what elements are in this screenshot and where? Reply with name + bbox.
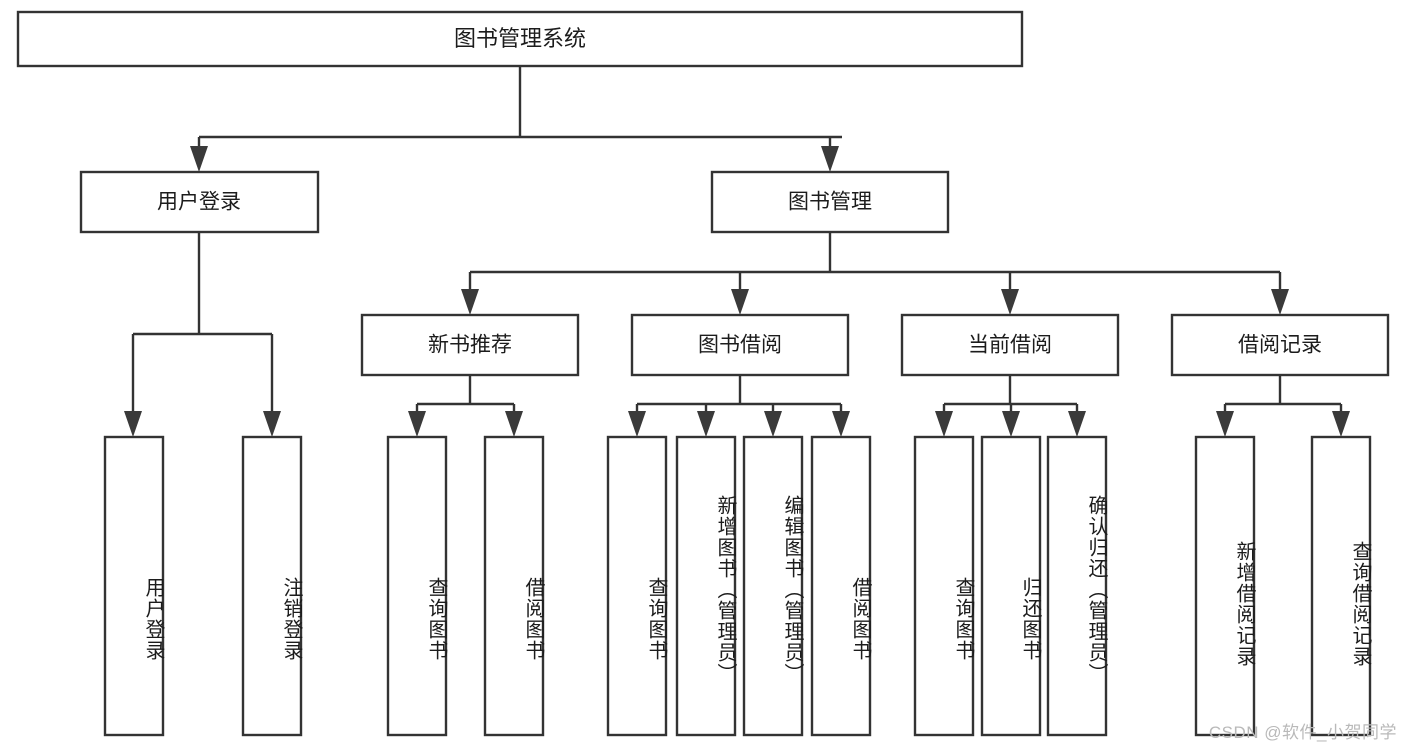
node-current-borrow-label: 当前借阅 <box>968 334 1052 357</box>
arrowhead-leaf-query-book-2 <box>628 411 646 437</box>
node-new-book-recommend-box[interactable] <box>360 313 580 377</box>
leaf-boxes-layer <box>103 435 1372 737</box>
node-leaf-confirm-return-box[interactable] <box>1046 435 1108 737</box>
node-book-borrow-box[interactable] <box>630 313 850 377</box>
node-user-login-label: 用户登录 <box>157 191 241 214</box>
arrowhead-leaf-edit-book <box>764 411 782 437</box>
node-leaf-borrow-book-1-box[interactable] <box>483 435 545 737</box>
csdn-watermark: CSDN @软件_小贺同学 <box>1208 723 1397 742</box>
arrowhead-book-manage <box>821 146 839 172</box>
node-leaf-borrow-book-2-box[interactable] <box>810 435 872 737</box>
node-root-box[interactable] <box>16 10 1024 68</box>
node-borrow-record-box[interactable] <box>1170 313 1390 377</box>
node-leaf-add-book-box[interactable] <box>675 435 737 737</box>
node-book-manage[interactable]: 图书管理 <box>710 170 950 234</box>
node-book-borrow-label: 图书借阅 <box>698 334 782 357</box>
node-leaf-query-borrow-record-box[interactable] <box>1310 435 1372 737</box>
arrowhead-leaf-query-book-3 <box>935 411 953 437</box>
node-new-book-recommend-label: 新书推荐 <box>428 334 512 357</box>
node-book-borrow[interactable]: 图书借阅 <box>630 313 850 377</box>
arrowhead-user-login <box>190 146 208 172</box>
edge-newbook-to-leaves <box>415 375 516 415</box>
node-leaf-user-login-box[interactable] <box>103 435 165 737</box>
arrowhead-borrow-record <box>1271 289 1289 315</box>
node-borrow-record-label: 借阅记录 <box>1238 334 1322 357</box>
arrowhead-book-borrow <box>731 289 749 315</box>
arrowhead-leaf-borrow-book-2 <box>832 411 850 437</box>
arrowhead-leaf-confirm-return <box>1068 411 1086 437</box>
node-root[interactable]: 图书管理系统 <box>16 10 1024 68</box>
edge-userlogin-to-leaves <box>131 232 274 415</box>
arrowhead-new-book-recommend <box>461 289 479 315</box>
arrowhead-leaf-user-logout <box>263 411 281 437</box>
node-book-manage-box[interactable] <box>710 170 950 234</box>
node-user-login-box[interactable] <box>79 170 320 234</box>
node-leaf-return-book-box[interactable] <box>980 435 1042 737</box>
node-root-label: 图书管理系统 <box>454 26 586 51</box>
edge-borrowrecord-to-leaves <box>1223 375 1343 415</box>
arrowhead-leaf-user-login <box>124 411 142 437</box>
edge-root-to-level2 <box>197 66 842 152</box>
node-borrow-record[interactable]: 借阅记录 <box>1170 313 1390 377</box>
node-leaf-add-borrow-record-box[interactable] <box>1194 435 1256 737</box>
node-leaf-query-book-1-box[interactable] <box>386 435 448 737</box>
node-leaf-edit-book-box[interactable] <box>742 435 804 737</box>
node-user-login[interactable]: 用户登录 <box>79 170 320 234</box>
node-current-borrow[interactable]: 当前借阅 <box>900 313 1120 377</box>
edge-currentborrow-to-leaves <box>942 375 1079 415</box>
arrowhead-leaf-query-book-1 <box>408 411 426 437</box>
node-book-manage-label: 图书管理 <box>788 191 872 214</box>
node-leaf-query-book-2-box[interactable] <box>606 435 668 737</box>
edge-bookborrow-to-leaves <box>635 375 843 415</box>
node-new-book-recommend[interactable]: 新书推荐 <box>360 313 580 377</box>
node-leaf-user-logout-box[interactable] <box>241 435 303 737</box>
node-leaf-query-book-3-box[interactable] <box>913 435 975 737</box>
arrowhead-leaf-return-book <box>1002 411 1020 437</box>
connector-layer <box>124 66 1350 437</box>
node-current-borrow-box[interactable] <box>900 313 1120 377</box>
arrowhead-leaf-add-book <box>697 411 715 437</box>
edge-bookmanage-to-level3 <box>468 232 1282 293</box>
arrowhead-current-borrow <box>1001 289 1019 315</box>
arrowhead-leaf-query-borrow-record <box>1332 411 1350 437</box>
arrowhead-leaf-borrow-book-1 <box>505 411 523 437</box>
arrowhead-leaf-add-borrow-record <box>1216 411 1234 437</box>
